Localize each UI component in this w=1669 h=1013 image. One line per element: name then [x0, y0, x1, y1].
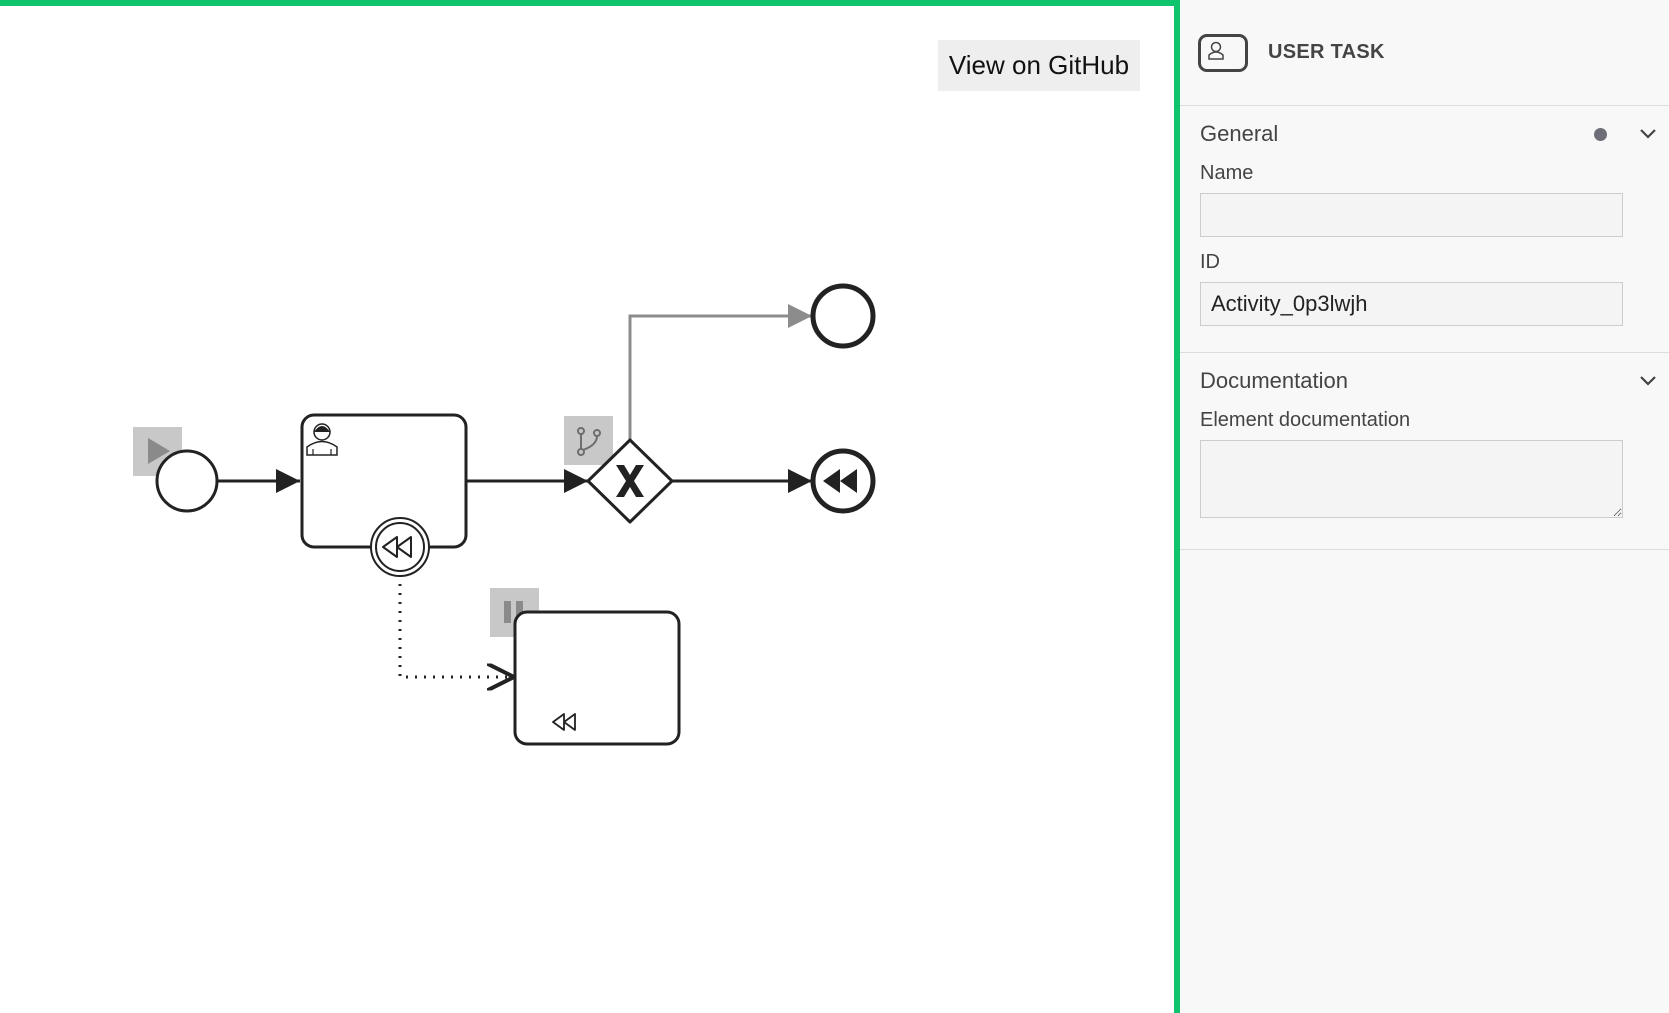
- name-input[interactable]: [1200, 193, 1623, 237]
- group-documentation-title: Documentation: [1200, 368, 1348, 393]
- properties-panel: USER TASK General Name ID Documentation …: [1180, 0, 1669, 1013]
- name-label: Name: [1200, 162, 1254, 184]
- compensation-task[interactable]: [513, 610, 681, 746]
- user-task[interactable]: [300, 413, 468, 549]
- compensation-marker-icon: [552, 713, 576, 731]
- branch-icon[interactable]: [564, 416, 613, 465]
- compensation-icon: [382, 536, 412, 558]
- user-task-icon: [1198, 33, 1248, 72]
- view-on-github-button[interactable]: View on GitHub: [938, 40, 1140, 91]
- end-event-top[interactable]: [810, 283, 876, 349]
- panel-title: USER TASK: [1268, 41, 1385, 63]
- group-documentation-header[interactable]: Documentation: [1180, 353, 1669, 409]
- element-documentation-input[interactable]: [1200, 440, 1623, 518]
- group-general-title: General: [1200, 121, 1279, 146]
- element-documentation-label: Element documentation: [1200, 409, 1411, 431]
- id-input[interactable]: [1200, 282, 1623, 326]
- bpmn-canvas[interactable]: View on GitHub: [0, 0, 1180, 1013]
- chevron-down-icon[interactable]: [1637, 122, 1659, 144]
- group-general-header[interactable]: General: [1180, 106, 1669, 162]
- documentation-field: Element documentation: [1180, 409, 1669, 523]
- id-field: ID: [1180, 251, 1669, 326]
- compensation-end-event[interactable]: [810, 448, 876, 514]
- chevron-down-icon[interactable]: [1637, 369, 1659, 391]
- panel-header: USER TASK: [1180, 0, 1669, 106]
- data-indicator-dot: [1594, 128, 1607, 141]
- canvas-right-border: [1174, 0, 1180, 1013]
- group-documentation: Documentation Element documentation: [1180, 353, 1669, 550]
- name-field: Name: [1180, 162, 1669, 237]
- flow-gateway-to-end-top[interactable]: [628, 304, 812, 440]
- user-icon: [306, 423, 338, 456]
- group-general: General Name ID: [1180, 106, 1669, 353]
- start-event[interactable]: [155, 449, 219, 513]
- exclusive-gateway[interactable]: [586, 438, 674, 524]
- bpmn-diagram: [133, 283, 876, 746]
- id-label: ID: [1200, 251, 1220, 273]
- canvas-top-border: [0, 0, 1180, 6]
- compensation-boundary-event[interactable]: [370, 517, 430, 577]
